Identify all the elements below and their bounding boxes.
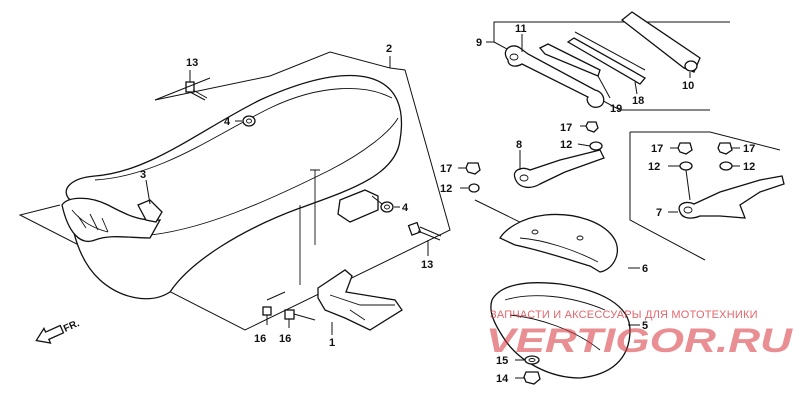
label-4-right: 4 [402,202,409,214]
label-11: 11 [515,23,527,35]
washer-12-group7-right [719,161,740,171]
washer-12-bracket8 [577,141,603,151]
base-plate-6 [474,199,640,273]
grommet-4-right [371,195,400,213]
toolkit-group-9 [493,11,730,111]
label-12-bracket8: 12 [560,139,572,151]
seat-bracket-1 [317,269,403,335]
label-12-group7-left: 12 [648,161,660,173]
label-16-left: 16 [254,333,266,345]
label-7: 7 [656,207,662,219]
label-10: 10 [682,80,694,92]
washer-12-group7-left [668,161,693,201]
label-17-group7-right: 17 [743,143,755,155]
bracket-8 [513,149,605,189]
label-15: 15 [496,355,508,367]
bolt-17-group7-right [717,142,740,155]
grommet-4-top [235,115,256,127]
label-3: 3 [140,169,146,181]
label-19: 19 [610,103,622,115]
label-12-left: 12 [440,183,452,195]
bolt-17-bracket8 [580,121,599,133]
seat-hook-3 [137,179,163,223]
label-4-top: 4 [224,116,231,128]
bolt-13-top [154,70,211,101]
label-17-group7-left: 17 [651,143,663,155]
label-16-right: 16 [279,333,291,345]
bracket-7-group [629,131,785,261]
washer-15 [515,355,540,365]
seat-group-outline-top [154,51,391,101]
bolt-16-right [284,309,316,328]
label-13-right: 13 [421,259,433,271]
label-5: 5 [642,320,648,332]
bolt-16-left [262,291,286,325]
bolt-17-group7-left [670,142,693,155]
bolt-17-left [458,162,481,175]
label-12-group7-right: 12 [743,161,755,173]
front-direction-arrow: FR. [35,318,81,344]
nut-14 [515,371,541,385]
washer-12-left [460,183,480,193]
label-8: 8 [516,139,522,151]
label-14: 14 [496,373,509,385]
watermark-logo: VERTIGOR.RU [486,322,794,360]
label-6: 6 [642,263,648,275]
label-1: 1 [329,337,335,349]
label-17-left: 17 [440,163,452,175]
label-18: 18 [632,95,644,107]
bolt-13-right [407,221,442,256]
label-2: 2 [386,43,392,55]
label-13-top: 13 [186,57,198,69]
label-17-bracket8: 17 [560,122,572,134]
tool-tray-5 [490,282,640,379]
seat-body [61,74,403,300]
front-label: FR. [62,318,81,335]
label-9: 9 [476,37,482,49]
watermark-caption: ЗАПЧАСТИ И АКСЕССУАРЫ ДЛЯ МОТОТЕХНИКИ [490,309,758,321]
